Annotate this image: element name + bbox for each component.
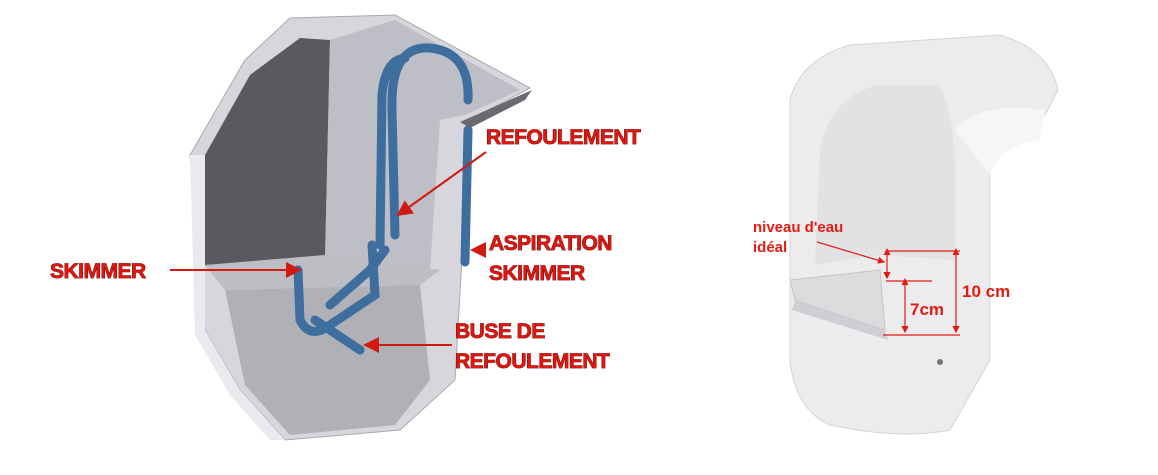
label-refoulement: REFOULEMENT	[486, 126, 641, 149]
pipe-network	[293, 43, 473, 355]
label-skimmer: SKIMMER	[50, 260, 146, 283]
label-aspiration-skimmer: SKIMMER	[489, 262, 585, 285]
label-aspiration: ASPIRATION	[489, 232, 612, 255]
label-ideal: idéal	[753, 239, 787, 256]
label-buse-refoulement: REFOULEMENT	[455, 350, 610, 373]
skimmer-cutaway-illustration	[189, 14, 532, 441]
dimension-lines	[816, 241, 960, 336]
skimmer-photo	[789, 34, 1059, 435]
label-buse-de: BUSE DE	[455, 320, 545, 343]
label-7cm: 7cm	[910, 300, 944, 319]
label-niveau-eau: niveau d'eau	[753, 219, 843, 236]
refoulement-arrow	[396, 151, 487, 217]
label-10cm: 10 cm	[962, 282, 1010, 301]
